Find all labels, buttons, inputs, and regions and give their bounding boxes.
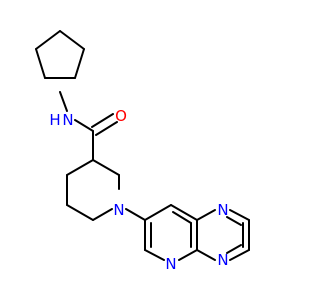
carbonyl-double-bond bbox=[91, 113, 114, 128]
bond bbox=[229, 209, 250, 221]
bond bbox=[144, 204, 172, 221]
inner-double-bond bbox=[226, 244, 242, 254]
atom-label-n-pyrazine-bottom: N bbox=[217, 251, 228, 269]
carbonyl-double-bond bbox=[95, 121, 118, 136]
structure-canvas: N H O N N N N bbox=[35, 30, 250, 273]
bond bbox=[229, 249, 250, 261]
bond bbox=[92, 208, 113, 221]
bond bbox=[59, 91, 68, 112]
atom-label-n-pyridine: N bbox=[165, 255, 176, 273]
bond bbox=[35, 30, 61, 50]
bond bbox=[59, 30, 85, 50]
atom-label-n-piperidine: N bbox=[113, 201, 124, 219]
atom-label-h-amide: H bbox=[49, 111, 60, 129]
pyridine-ring bbox=[144, 204, 198, 261]
chemical-structure-diagram: N H O N N N N bbox=[35, 30, 250, 273]
bond bbox=[178, 249, 198, 261]
bond bbox=[35, 48, 46, 79]
atom-label-o-carbonyl: O bbox=[115, 107, 127, 125]
piperidine-ring bbox=[66, 159, 146, 221]
inner-double-bond bbox=[172, 211, 192, 224]
bond bbox=[74, 119, 94, 132]
pyrazine-ring bbox=[196, 209, 250, 261]
cyclopentyl-ring bbox=[35, 30, 85, 79]
bond bbox=[92, 159, 120, 176]
bond bbox=[170, 204, 198, 221]
bond bbox=[196, 209, 216, 221]
bond bbox=[144, 249, 165, 261]
amide-group bbox=[59, 91, 118, 161]
bond bbox=[66, 159, 94, 176]
atom-label-n-amide: N bbox=[62, 111, 73, 129]
bond bbox=[74, 48, 85, 79]
bond bbox=[66, 204, 94, 221]
bond bbox=[196, 249, 216, 261]
atom-label-n-pyrazine-top: N bbox=[217, 201, 228, 219]
bond bbox=[125, 208, 146, 221]
inner-double-bond bbox=[226, 216, 242, 226]
atom-labels: N H O N N N N bbox=[49, 107, 228, 273]
